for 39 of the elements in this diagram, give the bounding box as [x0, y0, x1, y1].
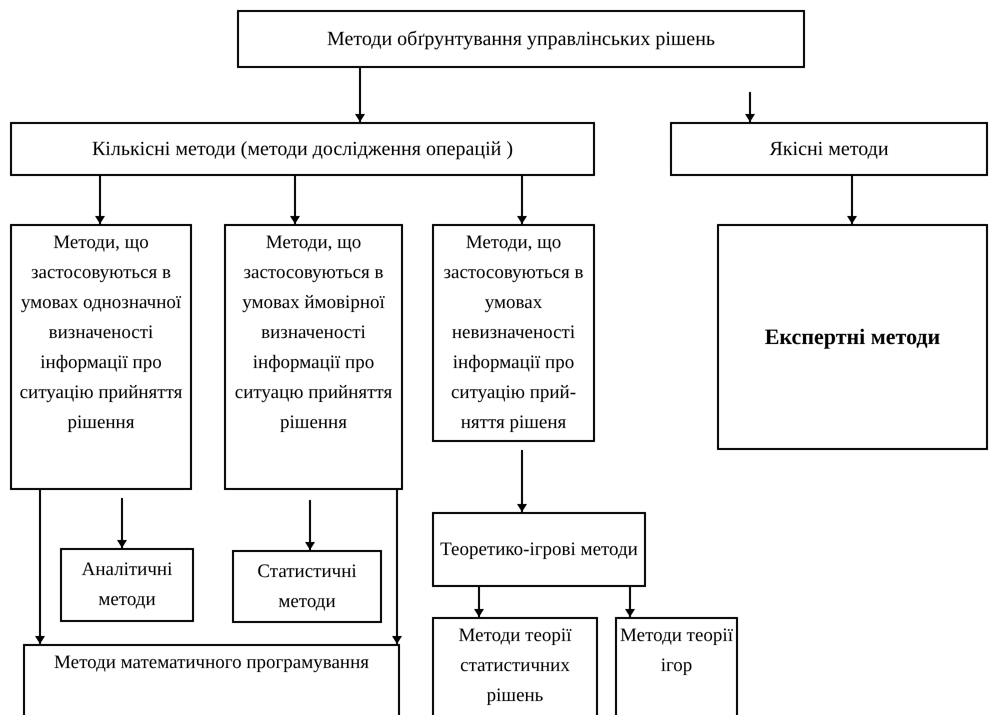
- arrow: [117, 498, 127, 548]
- arrow: [517, 176, 527, 224]
- arrow: [392, 490, 402, 644]
- arrow: [847, 176, 857, 224]
- arrow: [517, 450, 527, 512]
- arrow: [745, 92, 755, 122]
- method-box: [615, 617, 738, 715]
- arrow: [625, 587, 635, 617]
- method-box: [432, 617, 598, 715]
- box-label: Якісні методи: [769, 137, 889, 162]
- method-box: [10, 224, 192, 490]
- method-box: [432, 224, 595, 442]
- box-label: Кількісні методи (методи дослідження операцій ): [92, 137, 514, 162]
- box-label: Статистичні методи: [256, 560, 358, 614]
- method-box: [10, 122, 595, 176]
- arrow: [35, 490, 45, 644]
- box-label: Методи, що застосовуються в умовах ймовірної визначеності інформації про ситуацю прийняття рішення: [234, 231, 394, 435]
- method-box: [237, 10, 805, 68]
- box-label: Експертні методи: [764, 323, 940, 351]
- method-box: [232, 550, 382, 623]
- method-box: [224, 224, 403, 490]
- box-label: Методи теорії статистичних рішень: [458, 624, 572, 708]
- method-box: [60, 548, 194, 622]
- arrow: [95, 176, 105, 224]
- arrow: [474, 587, 484, 617]
- box-label: Теоретико-ігрові методи: [440, 538, 638, 562]
- box-label: Аналітичні методи: [80, 558, 174, 612]
- box-label: Методи математичного програмування: [54, 651, 369, 675]
- box-label: Методи, що застосовуються в умовах невизначеності інформації про ситуацію прий-няття рішеня: [442, 231, 584, 435]
- arrow: [290, 176, 300, 224]
- box-label: Методи обґрунтування управлінських рішень: [326, 27, 716, 52]
- method-box: [670, 122, 988, 176]
- arrow: [355, 68, 365, 122]
- box-label: Методи, що застосовуються в умовах однозначної визначеності інформації про ситуацію прийняття рішення: [18, 231, 184, 435]
- box-label: Методи теорії ігор: [619, 624, 734, 678]
- method-box: [432, 512, 646, 587]
- method-box: [717, 224, 988, 450]
- arrow: [305, 500, 315, 550]
- method-box: [23, 644, 400, 715]
